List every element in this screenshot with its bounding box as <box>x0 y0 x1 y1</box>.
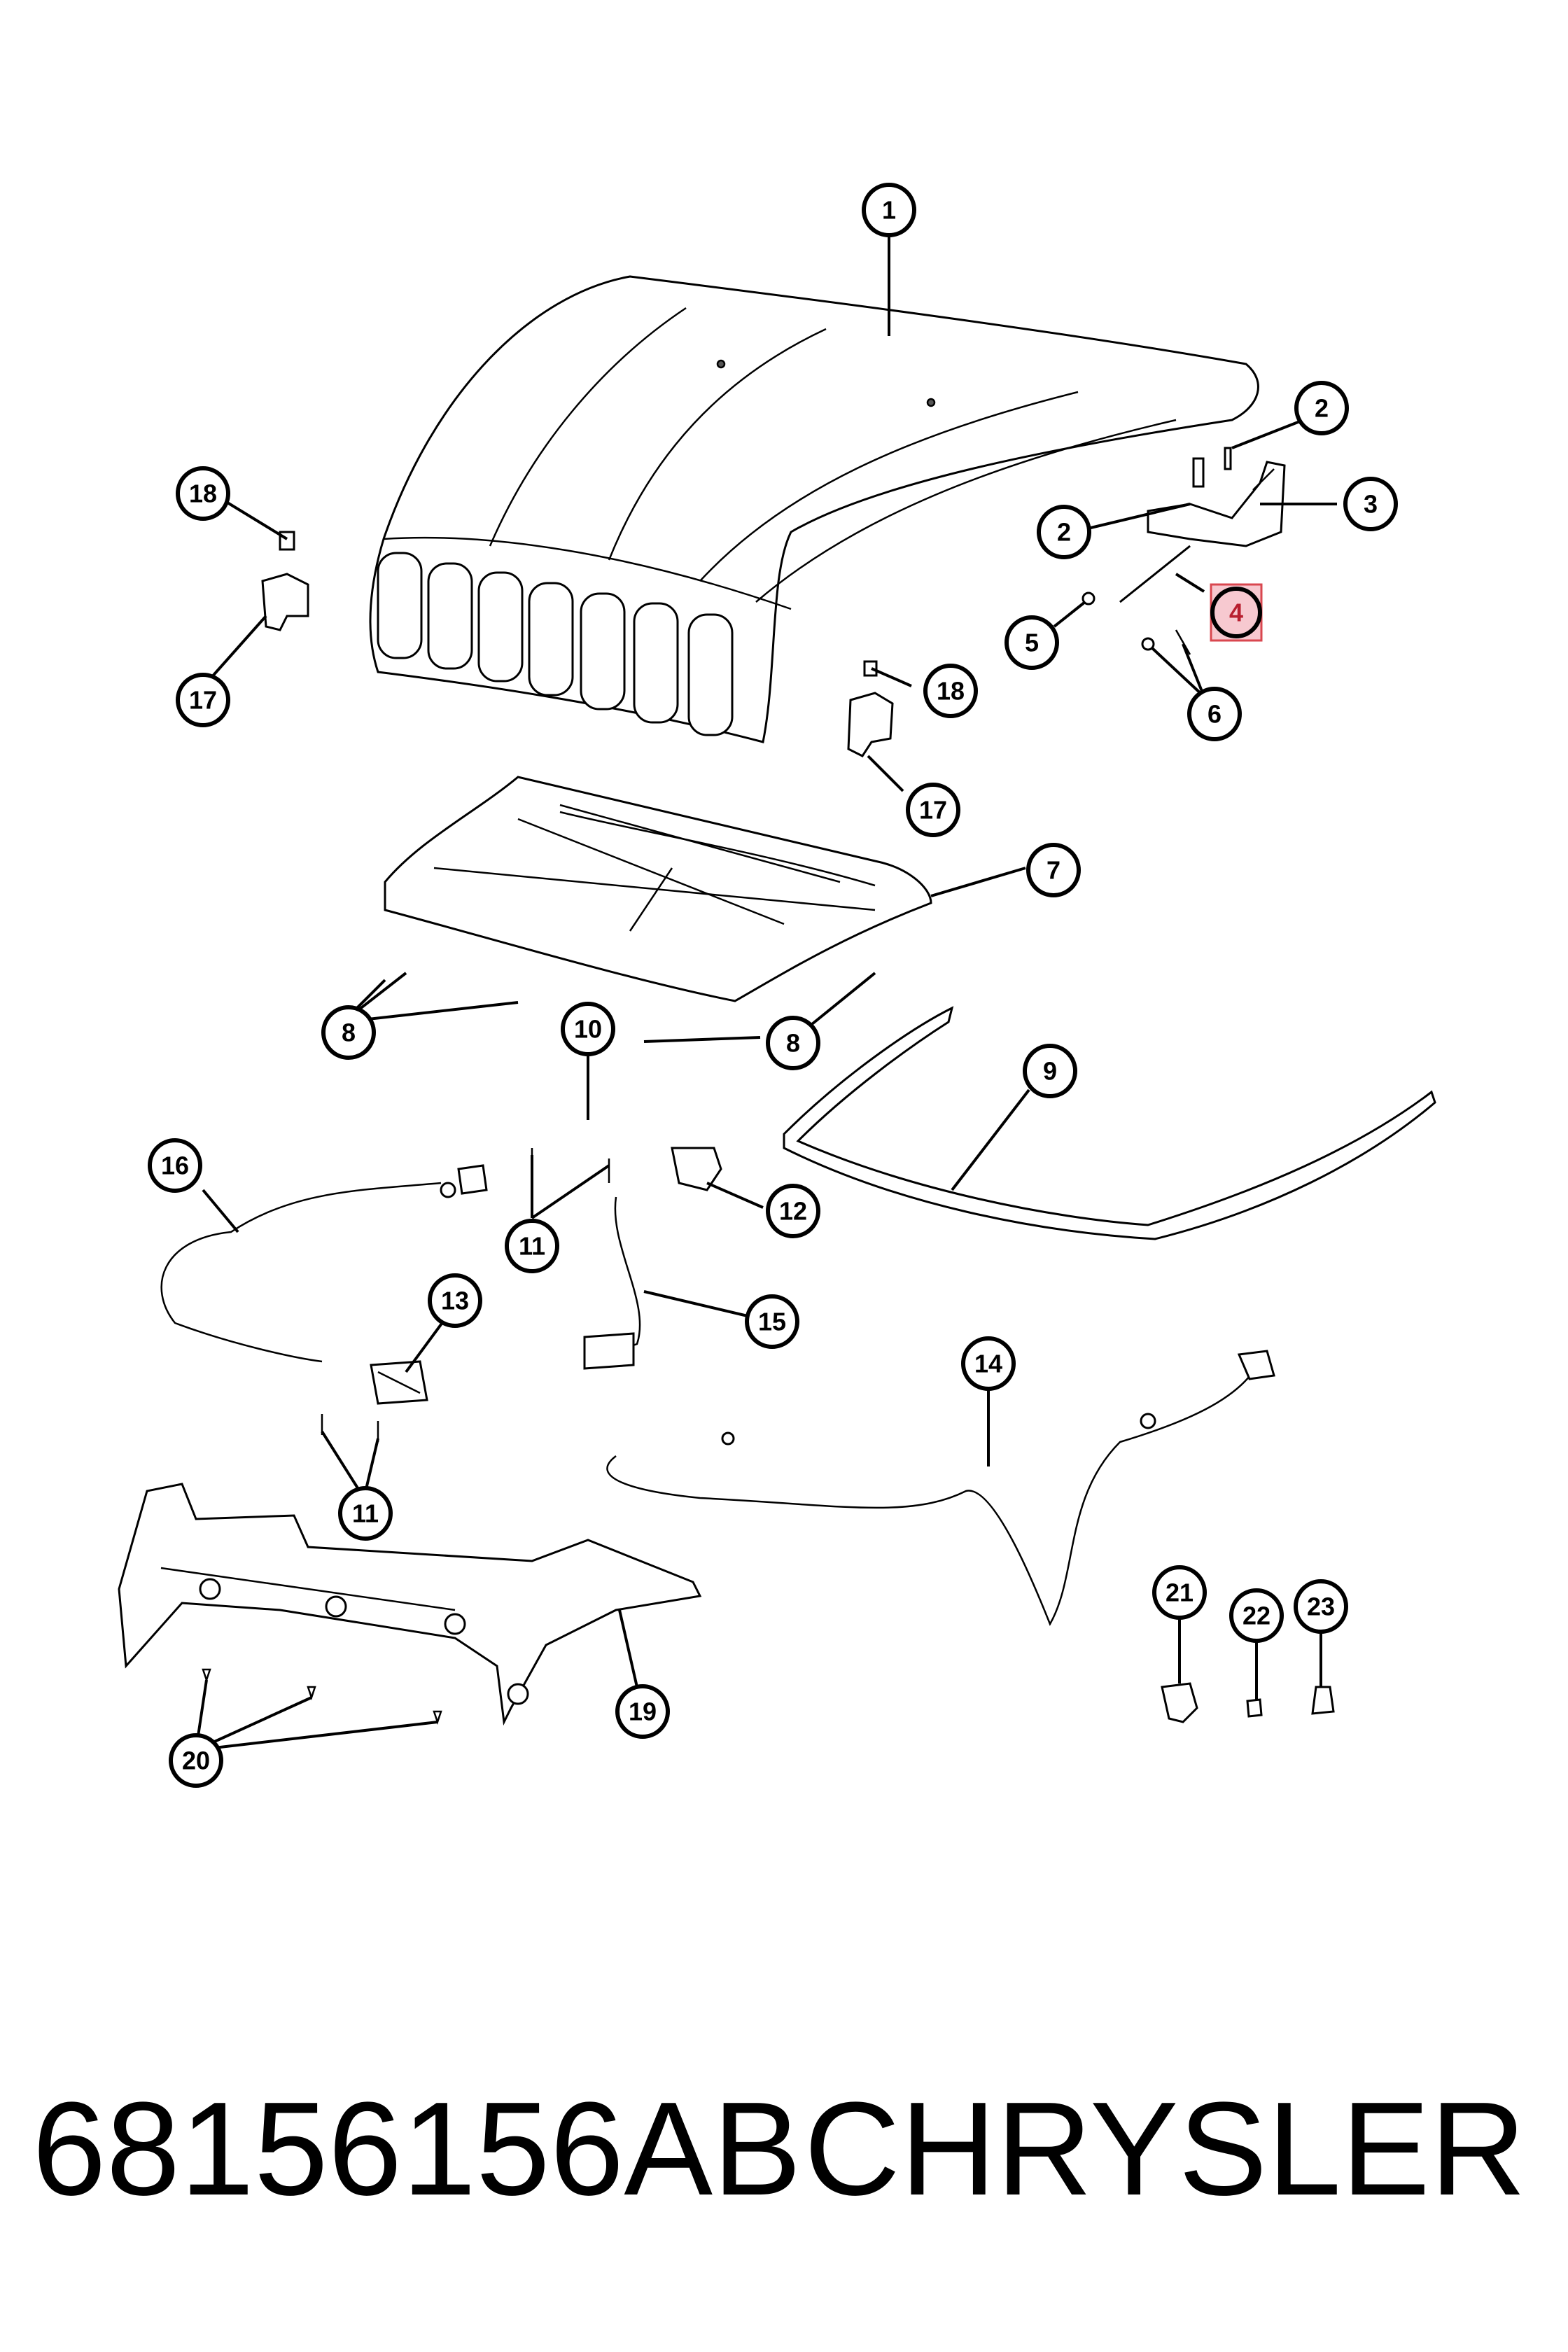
callout-8-left[interactable]: 8 <box>321 1005 376 1060</box>
callout-10[interactable]: 10 <box>561 1002 615 1056</box>
svg-text:23: 23 <box>1307 1592 1335 1621</box>
svg-text:1: 1 <box>882 196 896 225</box>
hood-strut <box>1119 545 1191 603</box>
svg-text:20: 20 <box>182 1746 210 1775</box>
svg-text:15: 15 <box>758 1308 786 1336</box>
release-cable-long <box>160 1164 488 1363</box>
safety-catch <box>370 1360 428 1405</box>
hood-seal <box>783 1006 1436 1240</box>
svg-text:8: 8 <box>342 1018 356 1047</box>
bracket-right <box>847 692 894 757</box>
callout-17-left[interactable]: 17 <box>176 673 230 727</box>
svg-text:8: 8 <box>786 1029 800 1058</box>
clip-22 <box>1246 1698 1263 1718</box>
latch-cable-short <box>583 1196 641 1370</box>
exploded-parts-diagram: 1 2 2 3 4 5 6 7 8 8 9 10 11 11 12 13 <box>118 183 1436 1788</box>
svg-text:17: 17 <box>189 686 217 715</box>
svg-text:4: 4 <box>1229 598 1243 627</box>
clip-21 <box>1161 1682 1198 1723</box>
svg-text:2: 2 <box>1057 518 1071 547</box>
callout-6[interactable]: 6 <box>1187 687 1242 741</box>
svg-text:9: 9 <box>1043 1057 1057 1086</box>
hood-silencer <box>384 776 932 1002</box>
svg-text:12: 12 <box>779 1197 807 1226</box>
callout-22[interactable]: 22 <box>1229 1588 1284 1643</box>
hood-latch <box>671 1147 722 1191</box>
svg-text:17: 17 <box>919 796 947 825</box>
callout-23[interactable]: 23 <box>1294 1579 1348 1634</box>
svg-text:3: 3 <box>1364 490 1378 519</box>
grille-slots <box>377 552 734 736</box>
callout-21[interactable]: 21 <box>1152 1565 1207 1620</box>
small-fasteners <box>279 531 1191 677</box>
callout-9[interactable]: 9 <box>1023 1044 1077 1098</box>
callout-15[interactable]: 15 <box>745 1294 799 1349</box>
svg-text:11: 11 <box>352 1499 379 1528</box>
callout-17-right[interactable]: 17 <box>906 783 960 837</box>
callout-2-lower[interactable]: 2 <box>1037 505 1091 559</box>
part-number: 68156156AB <box>32 2075 802 2223</box>
svg-text:2: 2 <box>1315 394 1329 423</box>
callout-7[interactable]: 7 <box>1026 843 1081 897</box>
svg-text:10: 10 <box>574 1015 602 1044</box>
brand-name: CHRYSLER <box>804 2075 1526 2223</box>
svg-text:21: 21 <box>1166 1578 1194 1607</box>
svg-text:18: 18 <box>937 677 965 706</box>
callout-20[interactable]: 20 <box>169 1733 223 1788</box>
callout-13[interactable]: 13 <box>428 1273 482 1328</box>
callout-14[interactable]: 14 <box>961 1336 1016 1391</box>
svg-text:6: 6 <box>1208 700 1222 729</box>
hinge-assembly <box>1147 447 1286 547</box>
footer: 68156156AB CHRYSLER <box>0 2044 1568 2254</box>
callout-3[interactable]: 3 <box>1343 477 1398 531</box>
svg-text:18: 18 <box>189 479 217 508</box>
svg-text:5: 5 <box>1025 629 1039 657</box>
callout-19[interactable]: 19 <box>615 1684 670 1739</box>
callout-12[interactable]: 12 <box>766 1184 820 1238</box>
callout-5[interactable]: 5 <box>1004 615 1059 670</box>
push-pins-20 <box>202 1668 442 1725</box>
cowl-panel <box>118 1483 702 1726</box>
callout-18-left[interactable]: 18 <box>176 466 230 521</box>
svg-text:22: 22 <box>1242 1602 1270 1630</box>
callout-2-upper[interactable]: 2 <box>1294 381 1349 435</box>
svg-text:16: 16 <box>161 1152 189 1180</box>
svg-text:19: 19 <box>629 1698 657 1726</box>
svg-text:7: 7 <box>1046 856 1060 885</box>
callout-1[interactable]: 1 <box>862 183 916 237</box>
svg-text:11: 11 <box>519 1232 545 1261</box>
callout-11-lower[interactable]: 11 <box>338 1486 393 1541</box>
cable-14 <box>606 1350 1275 1626</box>
svg-text:14: 14 <box>974 1350 1002 1378</box>
callout-11-upper[interactable]: 11 <box>505 1219 559 1273</box>
callout-18-right[interactable]: 18 <box>923 664 978 718</box>
clip-23 <box>1311 1686 1335 1715</box>
bracket-left <box>261 573 309 631</box>
hood-panel <box>369 275 1259 743</box>
callout-8-right[interactable]: 8 <box>766 1016 820 1070</box>
callout-16[interactable]: 16 <box>148 1138 202 1193</box>
callout-4-highlighted[interactable]: 4 <box>1210 583 1263 642</box>
leader-lines <box>195 232 1337 1751</box>
svg-text:13: 13 <box>441 1287 469 1315</box>
